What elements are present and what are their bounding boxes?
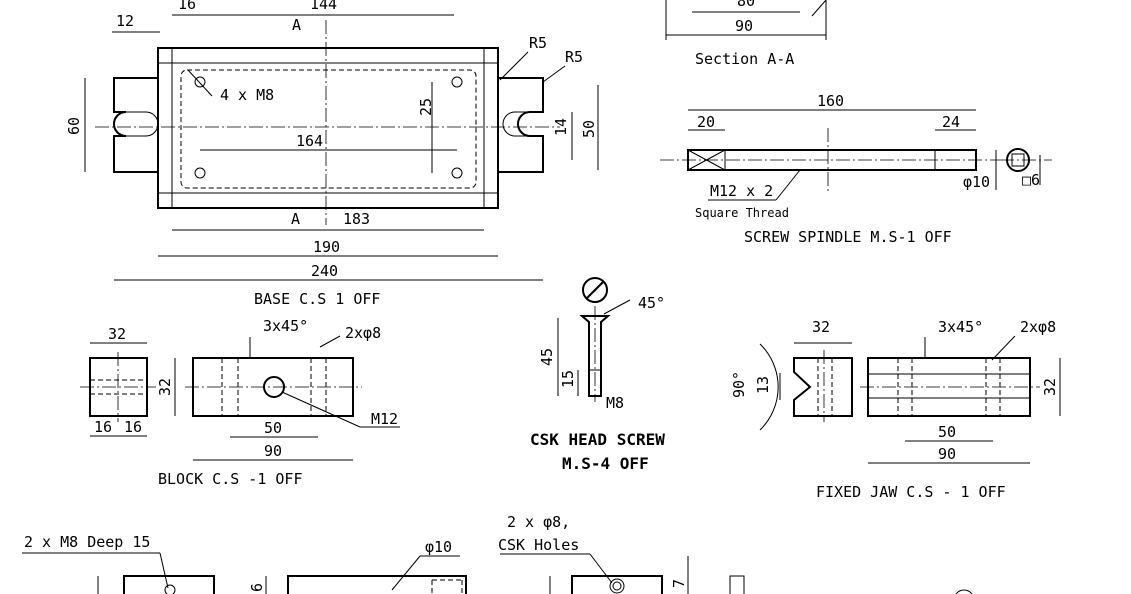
dim-24: 24 (942, 113, 960, 131)
r5-label-b: R5 (565, 48, 583, 66)
square-6: □6 (1022, 171, 1040, 189)
dim-14: 14 (552, 118, 570, 136)
screw-view: 45° 45 15 M8 CSK HEAD SCREW M.S-4 OFF (530, 277, 665, 473)
thread-type: Square Thread (695, 206, 789, 220)
bottom-dia10: φ10 (425, 538, 452, 556)
dim-32-top: 32 (108, 325, 126, 343)
dim-16: 16 (178, 0, 196, 13)
section-mark-top: A (292, 16, 301, 34)
dim-80: 80 (737, 0, 755, 10)
jaw-dim-13: 13 (754, 376, 772, 394)
dim-90-section: 90 (735, 17, 753, 35)
screw-title: CSK HEAD SCREW (530, 430, 665, 449)
dim-45: 45 (538, 348, 556, 366)
jaw-dim-32-top: 32 (812, 318, 830, 336)
bottom-row: 2 x M8 Deep 15 φ10 2 x φ8, CSK Holes 6 7 (22, 513, 973, 594)
dim-20: 20 (697, 113, 715, 131)
dim-12: 12 (116, 12, 134, 30)
holes-label: 4 x M8 (220, 86, 274, 104)
dim-183: 183 (343, 210, 370, 228)
dia-10: φ10 (963, 173, 990, 191)
base-view: 16 144 12 A 4 x M8 R5 R5 60 25 164 14 50… (65, 0, 599, 308)
dim-60: 60 (65, 117, 83, 135)
jaw-dim-90: 90 (938, 445, 956, 463)
dim-50: 50 (264, 419, 282, 437)
r5-label-a: R5 (529, 34, 547, 52)
block-caption: BLOCK C.S -1 OFF (158, 470, 303, 488)
thread-spec: M12 x 2 (710, 182, 773, 200)
jaw-dim-50: 50 (938, 423, 956, 441)
jaw-view: 32 3x45° 2xφ8 90° 13 32 50 90 FIXED JAW … (730, 318, 1061, 501)
thread-m12: M12 (371, 410, 398, 428)
block-view: 32 3x45° 2xφ8 32 M12 16 16 50 90 BLOCK C… (80, 317, 400, 488)
dim-164: 164 (296, 132, 323, 150)
spindle-caption: SCREW SPINDLE M.S-1 OFF (744, 228, 952, 246)
jaw-holes: 2xφ8 (1020, 318, 1056, 336)
section-mark-bottom: A (291, 210, 300, 228)
section-view: 80 90 Section A-A (665, 0, 827, 68)
dim-50: 50 (580, 120, 598, 138)
angle-45: 45° (638, 294, 665, 312)
dim-160: 160 (817, 92, 844, 110)
jaw-caption: FIXED JAW C.S - 1 OFF (816, 483, 1006, 501)
screw-subtitle: M.S-4 OFF (562, 454, 649, 473)
angle-90: 90° (730, 371, 748, 398)
base-caption: BASE C.S 1 OFF (254, 290, 380, 308)
chamfer: 3x45° (263, 317, 308, 335)
bottom-dim-6: 6 (248, 583, 266, 592)
dim-32-side: 32 (156, 378, 174, 396)
dim-90: 90 (264, 442, 282, 460)
bottom-dim-7: 7 (670, 579, 688, 588)
thread-m8: M8 (606, 394, 624, 412)
dim-25: 25 (417, 98, 435, 116)
csk-note-1: 2 x φ8, (507, 513, 570, 531)
dim-15: 15 (559, 370, 577, 388)
jaw-chamfer: 3x45° (938, 318, 983, 336)
dim-144: 144 (310, 0, 337, 13)
csk-note-2: CSK Holes (498, 536, 579, 554)
note-m8-deep: 2 x M8 Deep 15 (24, 533, 150, 551)
jaw-dim-32-side: 32 (1041, 378, 1059, 396)
section-caption: Section A-A (695, 50, 794, 68)
spindle-view: 160 20 24 M12 x 2 Square Thread φ10 □6 S… (660, 92, 1052, 246)
holes: 2xφ8 (345, 324, 381, 342)
dim-190: 190 (313, 238, 340, 256)
dim-16b: 16 (124, 418, 142, 436)
dim-240: 240 (311, 262, 338, 280)
dim-16a: 16 (94, 418, 112, 436)
